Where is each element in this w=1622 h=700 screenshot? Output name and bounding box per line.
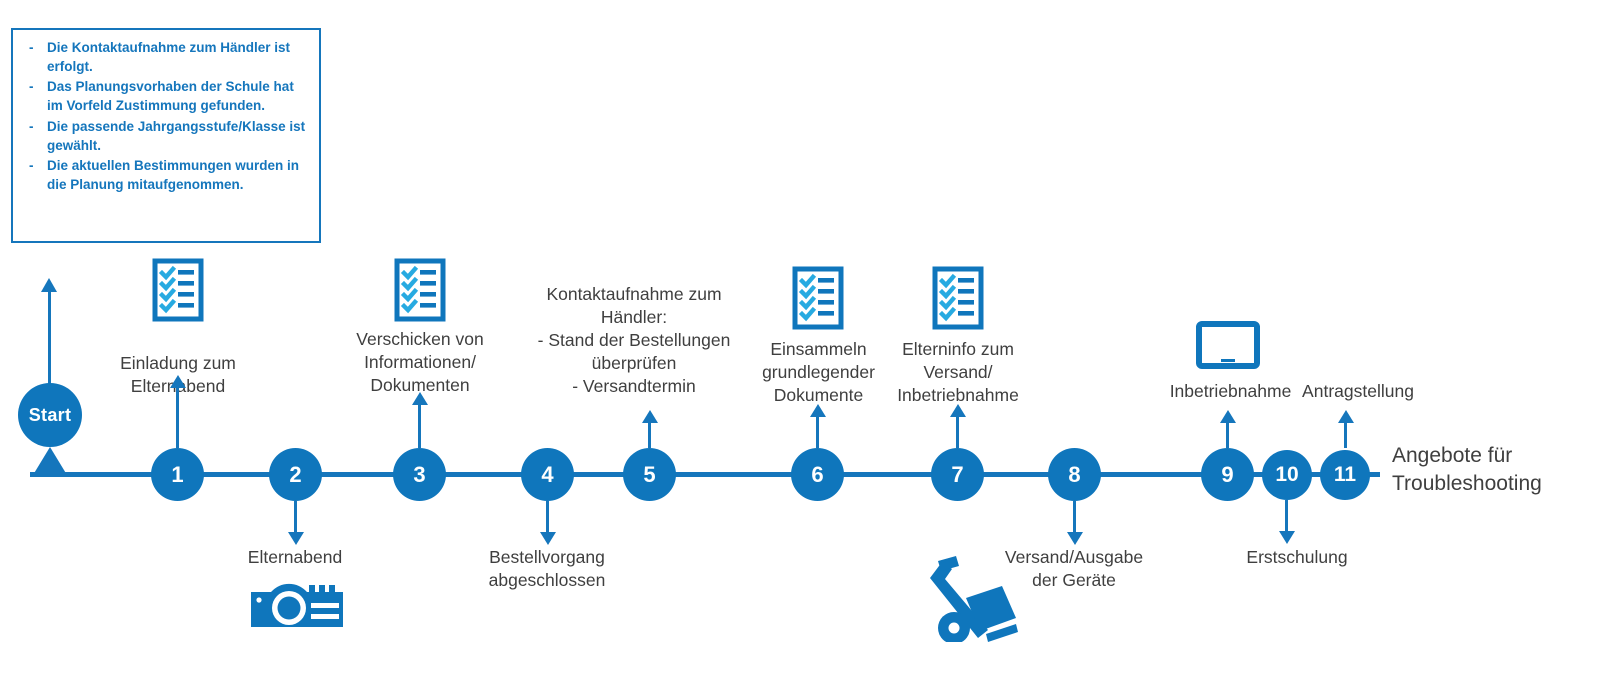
node-4-arrow-down-icon: [539, 532, 556, 545]
node-11-number: 11: [1333, 463, 1357, 486]
start-node-label: Start: [28, 404, 72, 425]
bullet-dash: -: [29, 157, 34, 173]
node-9-arrow-up-icon: [1219, 410, 1236, 423]
node-1-number: 1: [171, 461, 184, 487]
start-arrow-up-icon: [41, 278, 57, 292]
node-3-label-above: Verschicken von Informationen/ Dokumente…: [356, 329, 484, 396]
node-7[interactable]: 7: [931, 448, 984, 501]
node-6-label-above: Einsammeln grundlegender Dokumente: [762, 339, 875, 406]
node-2-label-below: Elternabend: [247, 547, 343, 567]
list-item: -Die Kontaktaufnahme zum Händler ist erf…: [21, 38, 313, 76]
checklist-icon: [932, 266, 984, 335]
node-11-arrow-up-icon: [1337, 410, 1354, 423]
node-7-arrow-up-icon: [949, 404, 966, 417]
start-node[interactable]: Start: [18, 383, 82, 447]
node-8[interactable]: 8: [1048, 448, 1101, 501]
node-2[interactable]: 2: [269, 448, 322, 501]
handtruck-icon: [926, 556, 1018, 647]
node-8-connector-stem: [1073, 501, 1076, 536]
node-3-number: 3: [413, 461, 426, 487]
node-5-number: 5: [643, 461, 656, 487]
end-label: Angebote für Troubleshooting: [1392, 444, 1542, 495]
node-2-connector-stem: [294, 501, 297, 536]
node-4-connector-stem: [546, 501, 549, 536]
node-10-number: 10: [1275, 463, 1299, 486]
node-2-arrow-down-icon: [287, 532, 304, 545]
node-4-number: 4: [541, 461, 554, 487]
node-1[interactable]: 1: [151, 448, 204, 501]
node-6[interactable]: 6: [791, 448, 844, 501]
bullet-dash: -: [29, 79, 34, 95]
node-3[interactable]: 3: [393, 448, 446, 501]
node-10-arrow-down-icon: [1278, 531, 1295, 544]
node-10-label-below: Erstschulung: [1246, 547, 1348, 567]
node-2-number: 2: [289, 461, 302, 487]
node-6-number: 6: [811, 461, 824, 487]
node-8-label-below: Versand/Ausgabe der Geräte: [1004, 547, 1144, 591]
list-item-text: Die aktuellen Bestimmungen wurden in die…: [47, 157, 300, 193]
node-11-label-above: Antragstellung: [1302, 381, 1414, 401]
node-1-connector-stem: [176, 383, 179, 448]
node-9[interactable]: 9: [1201, 448, 1254, 501]
start-connector-stem: [48, 285, 51, 390]
checklist-icon: [394, 258, 446, 327]
checklist-icon: [792, 266, 844, 335]
list-item: -Die aktuellen Bestimmungen wurden in di…: [21, 156, 313, 194]
node-3-arrow-up-icon: [411, 392, 428, 405]
node-8-arrow-down-icon: [1066, 532, 1083, 545]
node-10-connector-stem: [1285, 500, 1288, 535]
list-item: -Das Planungsvorhaben der Schule hat im …: [21, 77, 313, 115]
prerequisites-list: -Die Kontaktaufnahme zum Händler ist erf…: [21, 38, 313, 194]
node-5-connector-stem: [648, 418, 651, 448]
node-5-label-above: Kontaktaufnahme zum Händler: - Stand der…: [537, 284, 731, 397]
tablet-icon: [1196, 321, 1260, 374]
bullet-dash: -: [29, 40, 34, 55]
prerequisites-callout: -Die Kontaktaufnahme zum Händler ist erf…: [11, 28, 321, 243]
list-item-text: Die Kontaktaufnahme zum Händler ist erfo…: [47, 40, 291, 75]
node-4-label-below: Bestellvorgang abgeschlossen: [488, 547, 606, 591]
list-item-text: Die passende Jahrgangsstufe/Klasse ist g…: [47, 118, 306, 153]
node-9-label-above: Inbetriebnahme: [1169, 381, 1292, 401]
checklist-icon: [152, 258, 204, 327]
node-3-connector-stem: [418, 400, 421, 448]
node-11-connector-stem: [1344, 418, 1347, 448]
node-5-arrow-up-icon: [641, 410, 658, 423]
node-7-label-above: Elterninfo zum Versand/ Inbetriebnahme: [897, 339, 1019, 406]
node-6-connector-stem: [816, 412, 819, 448]
timeline-axis: [30, 472, 1380, 477]
node-9-number: 9: [1221, 461, 1234, 487]
node-11[interactable]: 11: [1320, 450, 1370, 500]
node-9-connector-stem: [1226, 418, 1229, 448]
node-6-arrow-up-icon: [809, 404, 826, 417]
node-1-arrow-up-icon: [169, 375, 186, 388]
list-item-text: Das Planungsvorhaben der Schule hat im V…: [47, 79, 294, 114]
node-7-number: 7: [951, 461, 964, 487]
node-8-number: 8: [1068, 461, 1081, 487]
node-7-connector-stem: [956, 412, 959, 448]
node-10[interactable]: 10: [1262, 450, 1312, 500]
start-triangle-icon: [33, 447, 67, 475]
list-item: -Die passende Jahrgangsstufe/Klasse ist …: [21, 117, 313, 155]
projector-icon: [249, 583, 345, 636]
node-5[interactable]: 5: [623, 448, 676, 501]
bullet-dash: -: [29, 118, 34, 134]
node-4[interactable]: 4: [521, 448, 574, 501]
